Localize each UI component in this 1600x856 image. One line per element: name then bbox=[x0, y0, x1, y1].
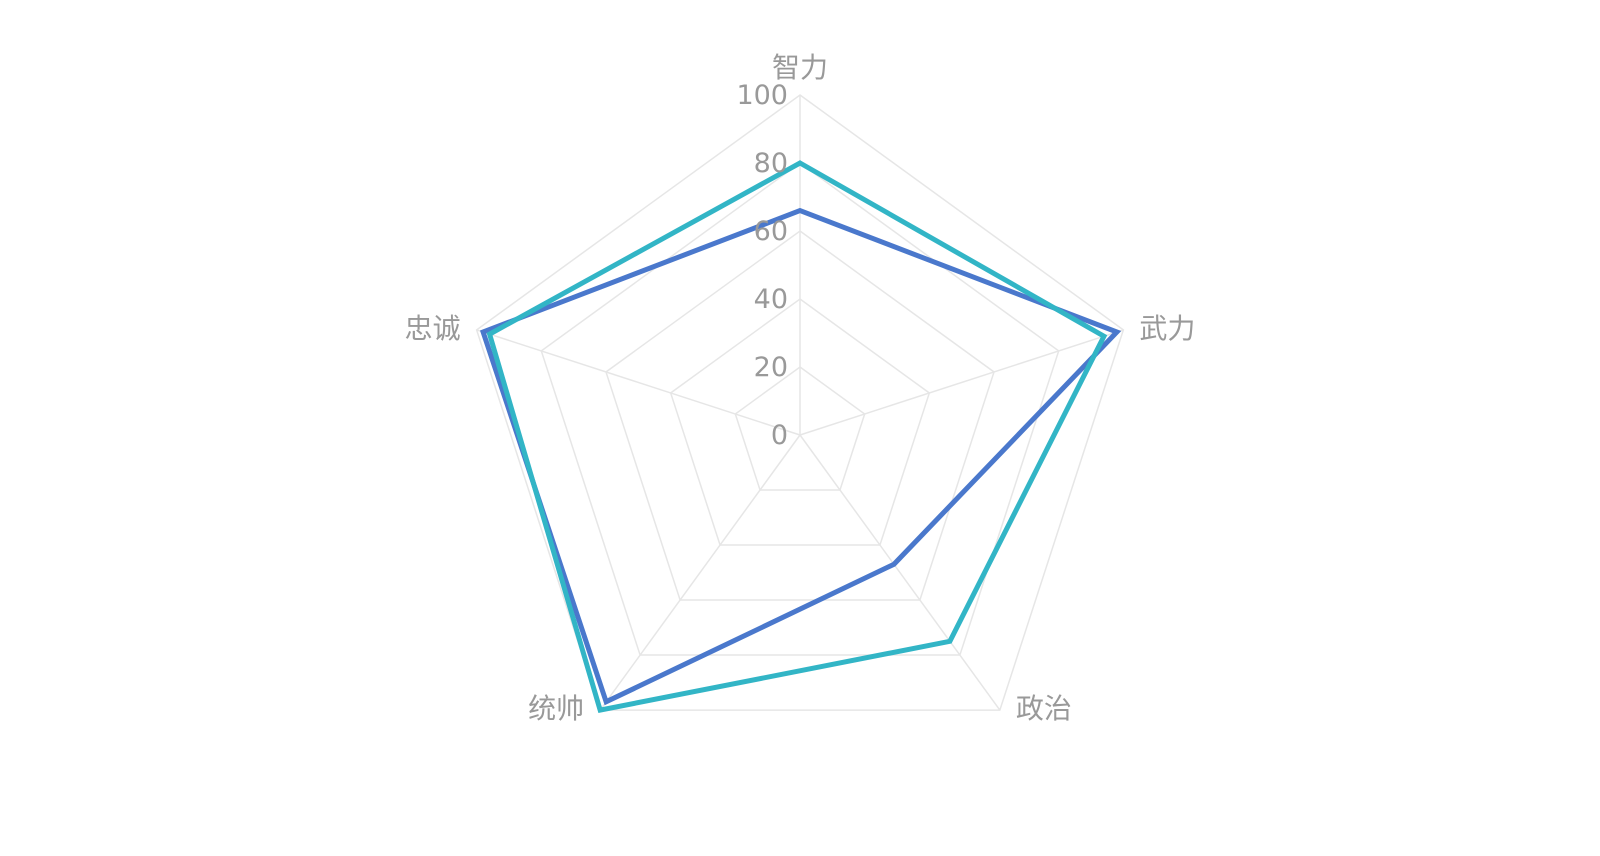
radar-series-group bbox=[479, 160, 1122, 713]
grid-ring-2 bbox=[669, 298, 931, 546]
grid-spoke-1 bbox=[799, 329, 1124, 436]
axis-label-3: 统帅 bbox=[528, 692, 584, 725]
grid-ring-3 bbox=[605, 230, 995, 601]
series-line-1 bbox=[486, 160, 1108, 713]
radar-grid bbox=[475, 94, 1125, 711]
grid-ring-5 bbox=[475, 94, 1125, 711]
tick-label-0: 0 bbox=[771, 420, 788, 451]
tick-label-40: 40 bbox=[754, 284, 788, 315]
axis-label-1: 武力 bbox=[1139, 312, 1195, 345]
radar-tick-labels: 0 20 40 60 80 100 bbox=[736, 80, 788, 451]
tick-label-80: 80 bbox=[754, 148, 788, 179]
tick-label-60: 60 bbox=[754, 216, 788, 247]
grid-ring-1 bbox=[734, 366, 866, 491]
axis-label-4: 忠诚 bbox=[405, 312, 461, 345]
grid-spoke-3 bbox=[599, 434, 801, 711]
axis-label-0: 智力 bbox=[772, 51, 828, 84]
grid-spoke-4 bbox=[476, 329, 801, 436]
axis-label-2: 政治 bbox=[1016, 692, 1072, 725]
tick-label-20: 20 bbox=[754, 352, 788, 383]
grid-ring-4 bbox=[540, 162, 1060, 656]
tick-label-100: 100 bbox=[736, 80, 788, 111]
grid-spoke-2 bbox=[799, 434, 1001, 711]
